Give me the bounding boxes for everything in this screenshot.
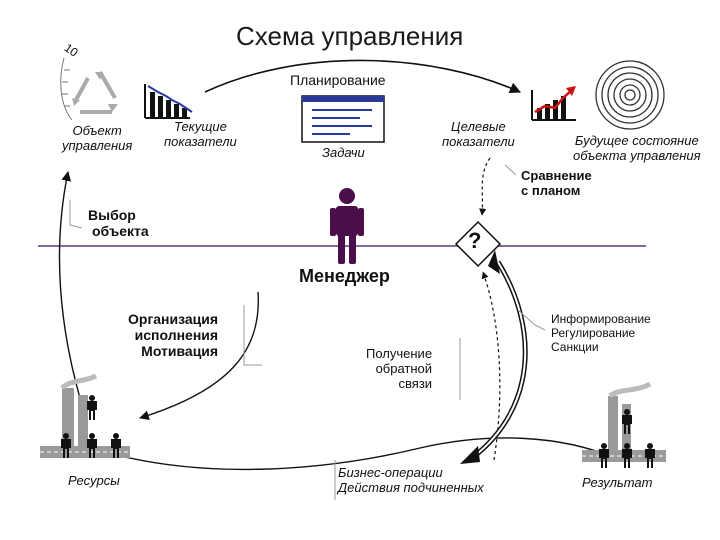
resources-factory-icon — [40, 373, 130, 458]
arrow-comparison — [479, 157, 491, 216]
label-feedback: Получение обратной связи — [366, 346, 433, 391]
arrow-to-resources — [139, 291, 260, 421]
label-manager: Менеджер — [299, 266, 390, 286]
diagram-title: Схема управления — [236, 21, 464, 51]
recycle-icon — [72, 71, 118, 114]
label-target-indicators: Целевые показатели — [442, 119, 515, 149]
tasks-document-icon — [301, 95, 385, 143]
label-comparison: Сравнение с планом — [521, 168, 592, 198]
label-business-ops: Бизнес-операции Действия подчиненных — [338, 465, 484, 495]
decision-diamond — [454, 220, 502, 268]
target-rings-icon — [595, 60, 665, 130]
arrow-control-thick — [470, 260, 528, 460]
label-result: Результат — [582, 475, 653, 490]
label-organization: Организация исполнения Мотивация — [128, 311, 219, 360]
worker-figures — [61, 395, 655, 468]
label-object: Объект управления — [62, 123, 133, 153]
label-leaders — [69, 164, 546, 500]
manager-figure-icon — [330, 188, 364, 264]
label-tasks: Задачи — [322, 145, 365, 160]
decision-question-mark: ? — [468, 228, 482, 253]
arrow-to-object-choice — [58, 171, 83, 406]
arrow-planning-arc — [204, 59, 522, 94]
label-planning: Планирование — [290, 72, 386, 88]
gauge-icon — [60, 57, 73, 121]
label-future-state: Будущее состояние объекта управления — [573, 133, 701, 163]
label-resources: Ресурсы — [68, 473, 120, 488]
arrow-business-ops — [97, 437, 616, 471]
declining-chart-icon — [144, 84, 193, 119]
label-informing: Информирование Регулирование Санкции — [551, 312, 651, 354]
rising-chart-icon — [531, 86, 576, 121]
label-current-indicators: Текущие показатели — [164, 119, 237, 149]
label-object-choice: Выбор объекта — [88, 207, 149, 240]
